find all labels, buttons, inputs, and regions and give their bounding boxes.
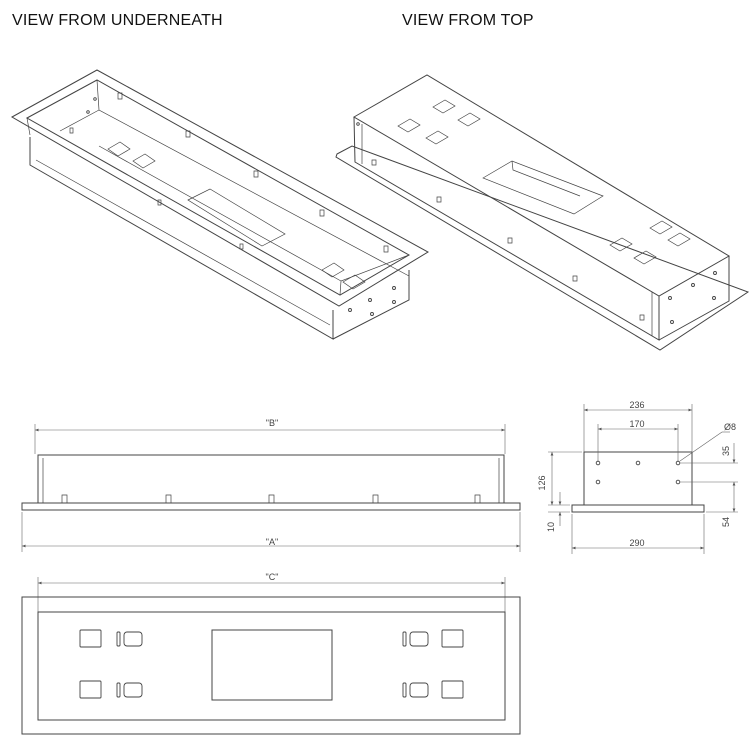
dim-a-label: "A"	[266, 537, 278, 547]
dim-b-label: "B"	[266, 418, 278, 428]
dim-width-top-label: 236	[629, 400, 644, 410]
view-from-underneath-label: VIEW FROM UNDERNEATH	[12, 12, 223, 29]
dim-flange-label: 10	[546, 522, 556, 532]
dim-hole-diameter-label: Ø8	[724, 422, 736, 432]
dim-hole-spacing-label: 170	[629, 419, 644, 429]
top-isometric-view	[335, 74, 750, 351]
underneath-isometric-view	[10, 69, 429, 340]
dim-c-label: "C"	[266, 572, 279, 582]
dim-width-bottom-label: 290	[629, 538, 644, 548]
plan-view	[21, 577, 521, 735]
dim-height-label: 126	[537, 475, 547, 490]
view-from-top-label: VIEW FROM TOP	[402, 12, 534, 29]
end-elevation-view	[548, 404, 738, 554]
dim-lower-offset-label: 54	[721, 517, 731, 527]
side-elevation-view	[21, 424, 521, 552]
dim-hole-offset-label: 35	[721, 446, 731, 456]
